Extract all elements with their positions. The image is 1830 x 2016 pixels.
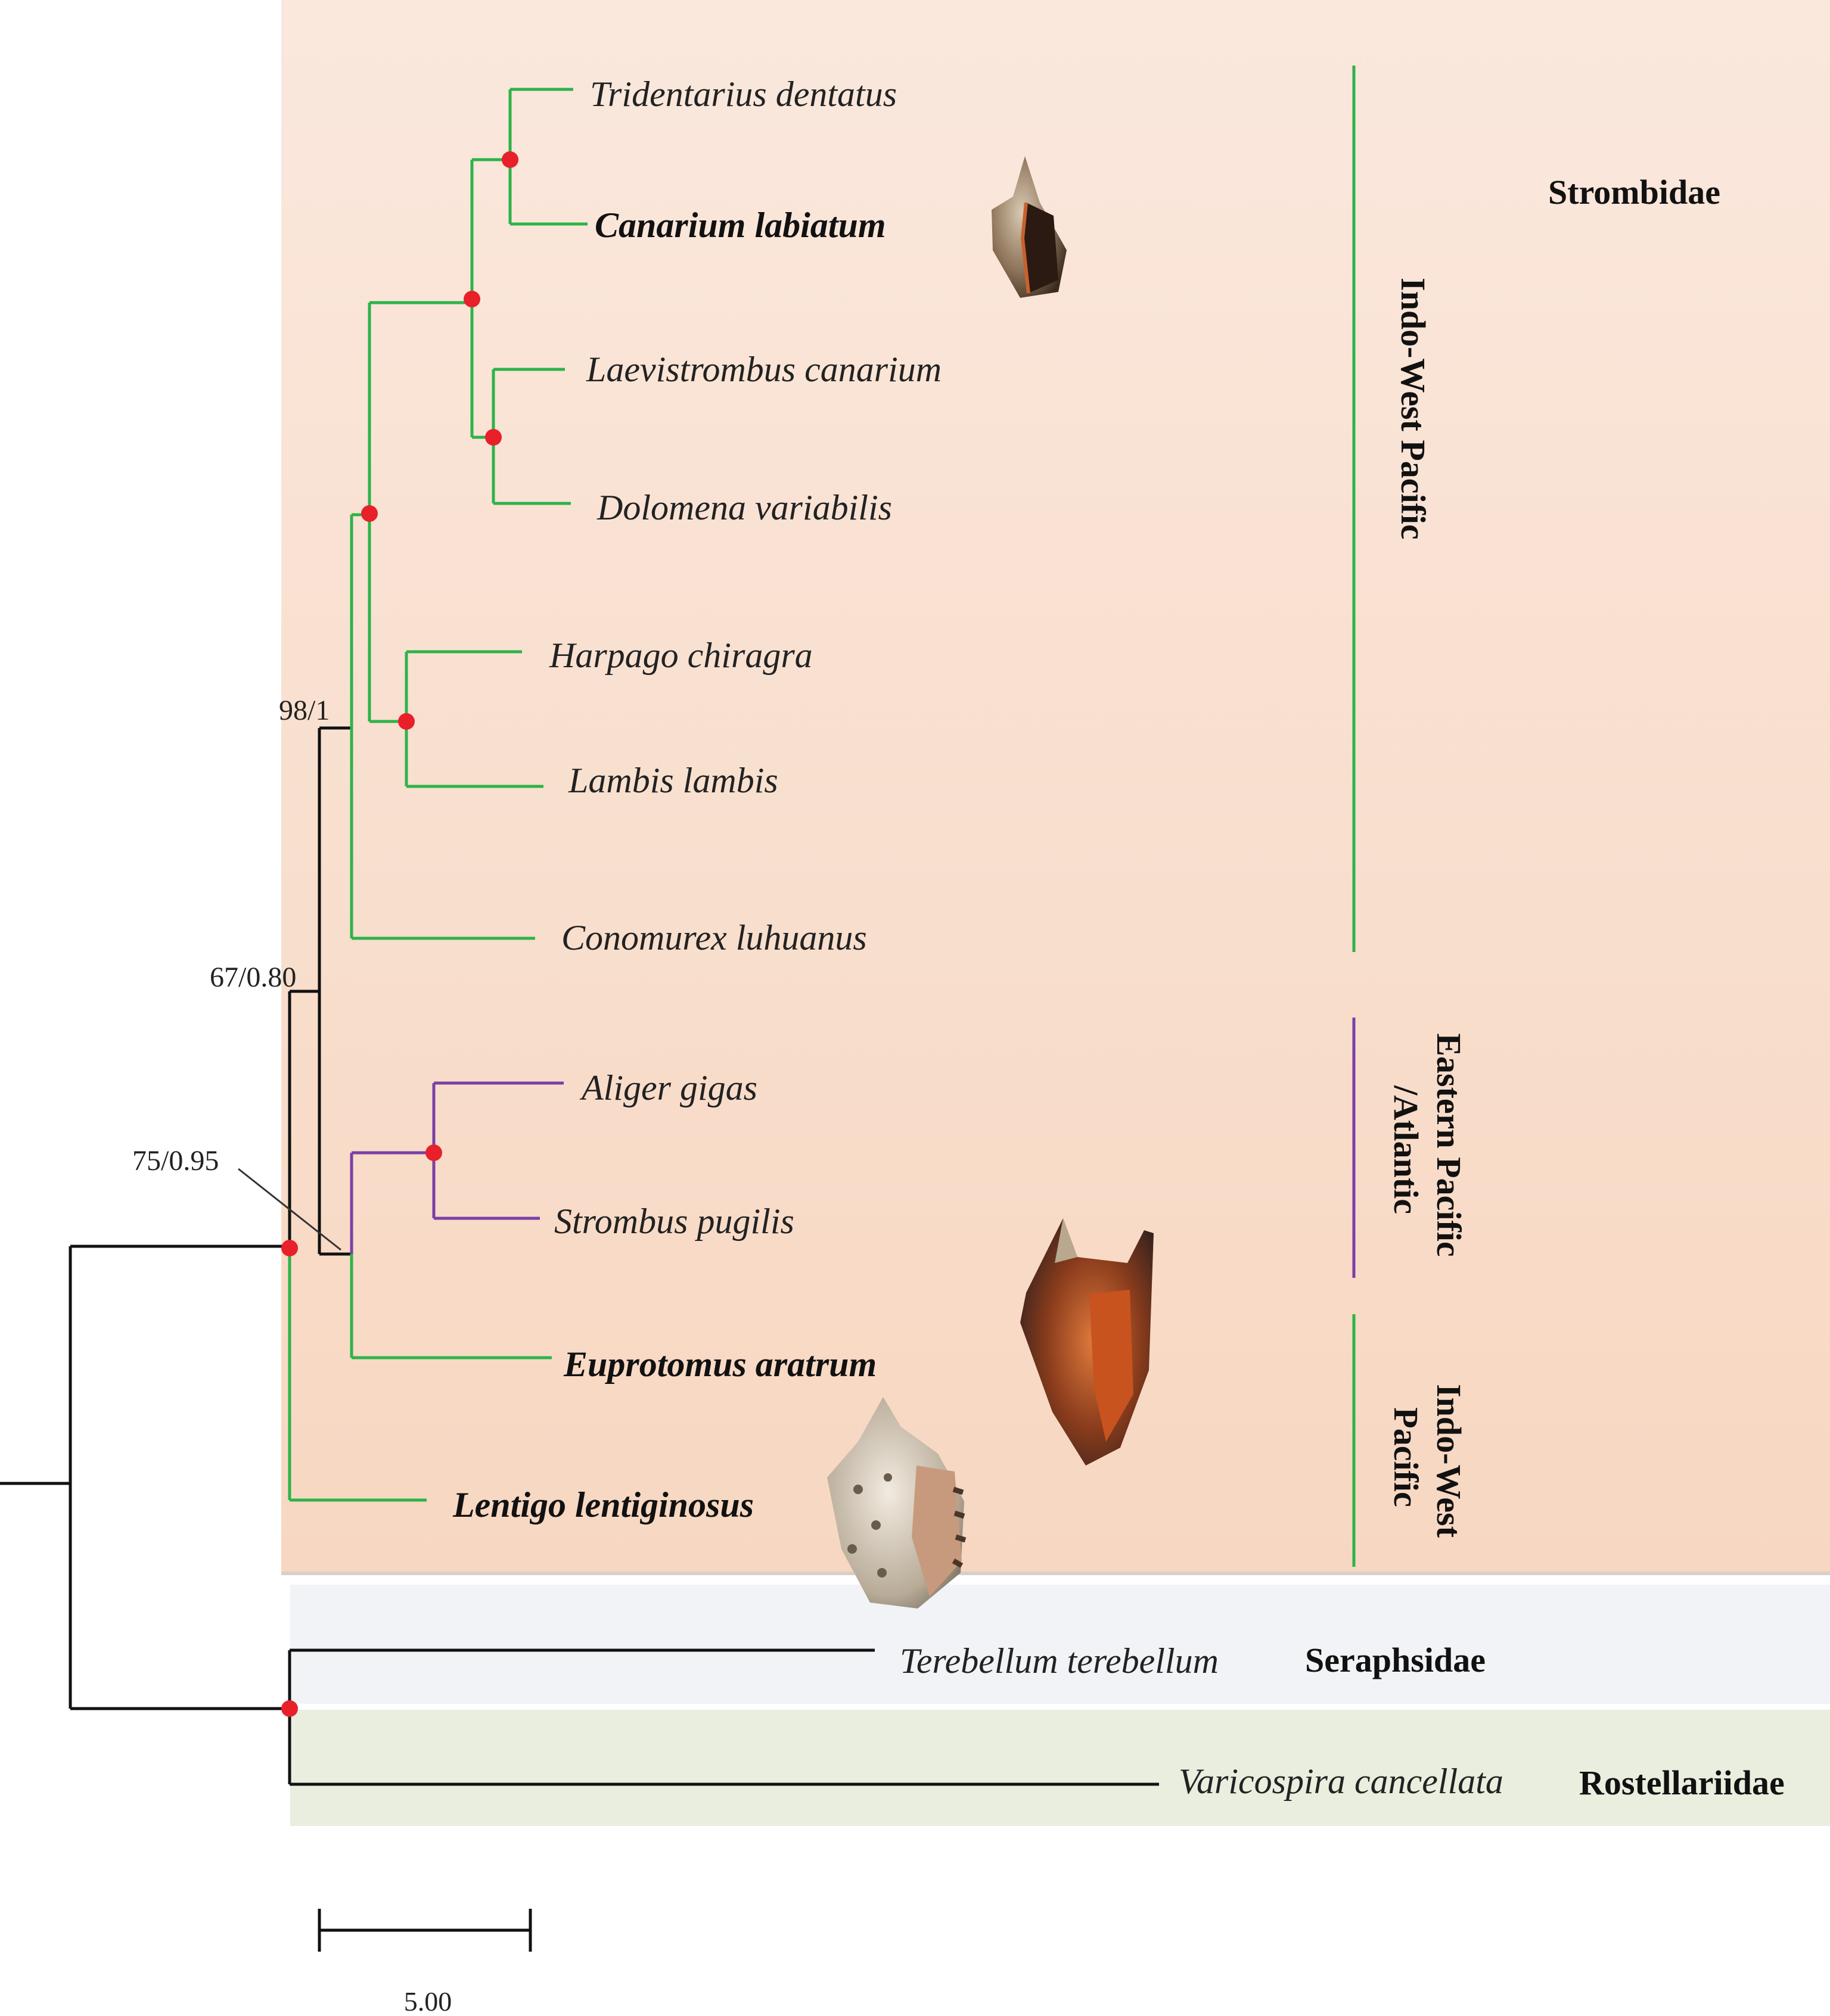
node-marker: [502, 151, 518, 168]
region-label-indo-west-pacific: Indo-West Pacific: [1394, 278, 1433, 540]
taxon-label: Euprotomus aratrum: [563, 1345, 877, 1384]
node-marker: [485, 429, 502, 446]
region-label-eastern-pacific: Eastern Pacific: [1430, 1033, 1468, 1256]
support-value: 98/1: [279, 695, 330, 726]
taxon-label: Dolomena variabilis: [596, 488, 892, 527]
family-label-seraphsidae: Seraphsidae: [1305, 1641, 1486, 1679]
strombidae-panel-edge: [281, 1572, 1830, 1575]
taxon-label: Lentigo lentiginosus: [452, 1485, 754, 1525]
taxon-label: Harpago chiragra: [549, 636, 813, 675]
node-marker: [464, 291, 480, 307]
shell-canarium-image: [992, 156, 1067, 298]
node-marker: [281, 1700, 298, 1717]
family-label-strombidae: Strombidae: [1548, 173, 1720, 211]
node-marker: [361, 505, 378, 522]
region-label-indo-west: Indo-West: [1430, 1384, 1468, 1538]
rostellariidae-panel: [290, 1710, 1830, 1826]
node-marker: [398, 713, 415, 730]
taxon-label: Terebellum terebellum: [900, 1641, 1219, 1681]
node-markers: [281, 151, 518, 1717]
scale-bar-label: 5.00: [404, 1986, 452, 2016]
taxon-label: Varicospira cancellata: [1179, 1762, 1503, 1801]
taxon-label: Canarium labiatum: [595, 206, 886, 245]
taxon-label: Laevistrombus canarium: [586, 350, 942, 389]
taxon-label: Aliger gigas: [579, 1068, 757, 1107]
support-callout-line: [238, 1168, 341, 1251]
support-value: 67/0.80: [210, 962, 296, 993]
node-marker: [425, 1144, 442, 1161]
scale-bar: [318, 1909, 532, 1952]
taxon-label: Lambis lambis: [568, 761, 778, 800]
black-branches: [0, 726, 1159, 1786]
node-marker: [281, 1240, 298, 1256]
family-label-rostellariidae: Rostellariidae: [1579, 1763, 1785, 1802]
support-value: 75/0.95: [132, 1145, 219, 1177]
region-label-pacific: Pacific: [1387, 1407, 1425, 1507]
shell-euprotomus-image: [1020, 1218, 1154, 1466]
seraphsidae-panel: [290, 1585, 1830, 1704]
taxon-label: Strombus pugilis: [554, 1202, 794, 1241]
shell-lentigo-image: [827, 1397, 967, 1609]
region-label-atlantic: /Atlantic: [1387, 1085, 1425, 1214]
taxon-label: Tridentarius dentatus: [590, 74, 897, 114]
taxon-label: Conomurex luhuanus: [561, 918, 867, 957]
